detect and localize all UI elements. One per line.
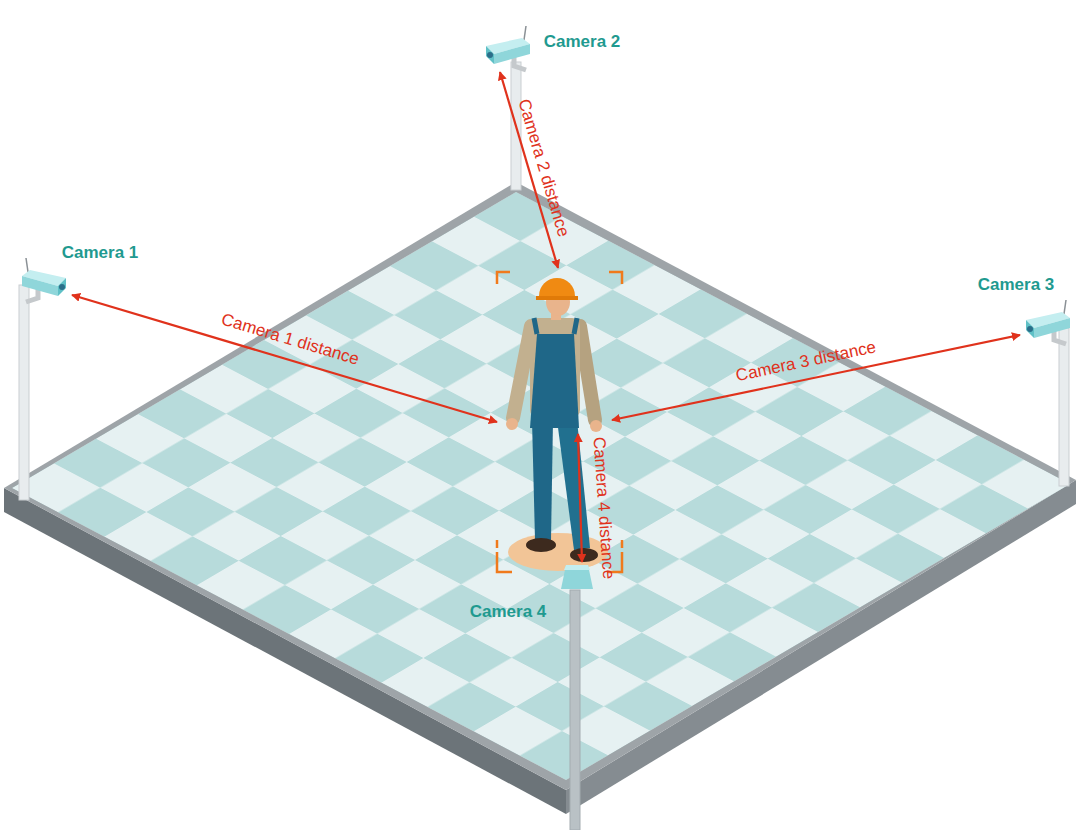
distance-arrows [72,72,1020,562]
camera-poles [19,62,1069,830]
camera-label: Camera 4 [470,603,547,622]
camera-label: Camera 1 [62,244,139,263]
camera-icons [22,26,1070,589]
floor [4,182,1076,814]
camera-label: Camera 2 [544,33,621,52]
camera-label: Camera 3 [978,276,1055,295]
